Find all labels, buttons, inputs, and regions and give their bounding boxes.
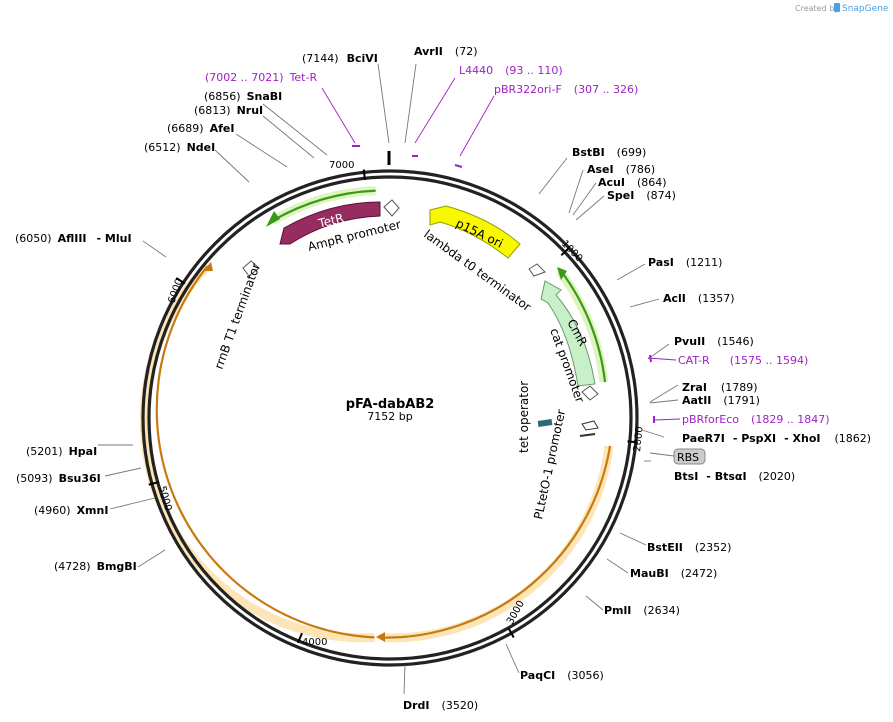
primer-label-Tet-R: (7002 .. 7021)Tet-R [205,71,317,84]
tet-operator-label: tet operator [517,381,531,453]
snapgene-logo-icon [834,3,840,12]
p15A-ori-feature [429,205,521,259]
enzyme-label-AflIII-MluI: (6050)AflIII- MluI [15,232,132,245]
rbs-label: RBS [677,451,699,464]
enzyme-label-BtsI-BtsalphaI: BtsI- BtsαI(2020) [674,470,795,483]
tet-operator-feature [537,419,553,427]
ampR-promoter-arrow-icon [383,199,400,217]
enzyme-label-MauBI: MauBI(2472) [630,567,717,580]
backbone-inner-ring [147,175,633,661]
enzyme-label-PvuII: PvuII(1546) [674,335,754,348]
enzyme-label-ZraI: ZraI(1789) [682,381,758,394]
tetR-arc [271,189,376,222]
primer-label-pBR322ori-F: pBR322ori-F(307 .. 326) [494,83,638,96]
cmR-arc [560,270,607,383]
feature-arcs [155,189,612,642]
leader-lines [98,63,679,695]
pltet-promoter-glyph [579,420,599,437]
enzyme-label-SnaBI: (6856)SnaBI [204,90,282,103]
cmR-arc-arrow-icon [557,267,567,280]
rbs-marker: RBS [649,448,706,465]
enzyme-label-PasI: PasI(1211) [648,256,722,269]
enzyme-label-SpeI: SpeI(874) [607,189,676,202]
enzyme-label-DrdI: DrdI(3520) [403,699,478,712]
enzyme-label-XmnI: (4960)XmnI [34,504,108,517]
tick-label-2000: 2000 [632,426,646,452]
primer-label-pBRforEco: pBRforEco(1829 .. 1847) [682,413,830,426]
enzyme-label-AcuI: AcuI(864) [598,176,667,189]
enzyme-label-BstBI: BstBI(699) [572,146,646,159]
rbs-box [673,448,706,465]
primer-label-CAT-R: CAT-R(1575 .. 1594) [678,354,808,367]
inner-features: TetR AmpR promoter p15A ori lambda t0 te… [212,199,599,521]
left-orange-arc-arrow-icon [203,262,213,271]
primer-marks [352,145,655,423]
rrnB-terminator-label: rrnB T1 terminator [212,261,263,371]
lambda-t0-terminator-arrow-icon [528,263,546,277]
enzyme-label-PaqCI: PaqCI(3056) [520,669,604,682]
scale-ticks [148,169,638,644]
enzyme-label-BmgBI: (4728)BmgBI [54,560,137,573]
tetR-label: TetR [316,211,345,231]
brand: Created by SnapGene [795,3,889,14]
primer-leaders [321,77,681,421]
enzyme-label-AatII: AatII(1791) [682,394,760,407]
tetR-feature [279,201,381,245]
enzyme-label-AvrII: AvrII(72) [414,45,478,58]
enzyme-label-Bsu36I: (5093)Bsu36I [16,472,101,485]
enzyme-label-AfeI: (6689)AfeI [167,122,234,135]
center-label: pFA-dabAB2 7152 bp [346,397,435,423]
tetR-arc-arrow-icon [266,211,280,227]
right-orange-arc [384,445,612,639]
enzyme-label-PmlI: PmlI(2634) [604,604,680,617]
enzyme-label-BstEII: BstEII(2352) [647,541,731,554]
backbone [141,151,639,667]
backbone-outer-ring [141,169,639,667]
enzyme-label-AseI: AseI(786) [587,163,655,176]
enzyme-label-PaeR7I-PspXI-XhoI: PaeR7I- PspXI- XhoI(1862) [682,432,871,445]
tick-label-4000: 4000 [302,637,327,648]
plasmid-name: pFA-dabAB2 [346,397,435,412]
plasmid-size: 7152 bp [367,410,412,423]
primer-labels: (7002 .. 7021)Tet-R L4440(93 .. 110) pBR… [205,64,830,426]
left-orange-arc [155,265,375,639]
cmR-feature [540,280,596,387]
enzyme-label-BciVI: (7144)BciVI [302,52,378,65]
primer-label-L4440: L4440(93 .. 110) [459,64,563,77]
enzyme-labels: (7144)BciVI AvrII(72) (6856)SnaBI (6813)… [15,45,871,712]
cat-promoter-arrow-icon [581,385,599,401]
enzyme-label-HpaI: (5201)HpaI [26,445,97,458]
brand-created-by: Created by [795,4,839,13]
enzyme-label-NdeI: (6512)NdeI [144,141,215,154]
rrnB-terminator-arrow-icon [242,260,260,277]
brand-name: SnapGene [842,4,889,14]
tick-label-7000: 7000 [329,160,354,171]
enzyme-label-NruI: (6813)NruI [194,104,263,117]
right-orange-arc-arrow-icon [376,632,385,642]
enzyme-label-AclI: AclI(1357) [663,292,734,305]
